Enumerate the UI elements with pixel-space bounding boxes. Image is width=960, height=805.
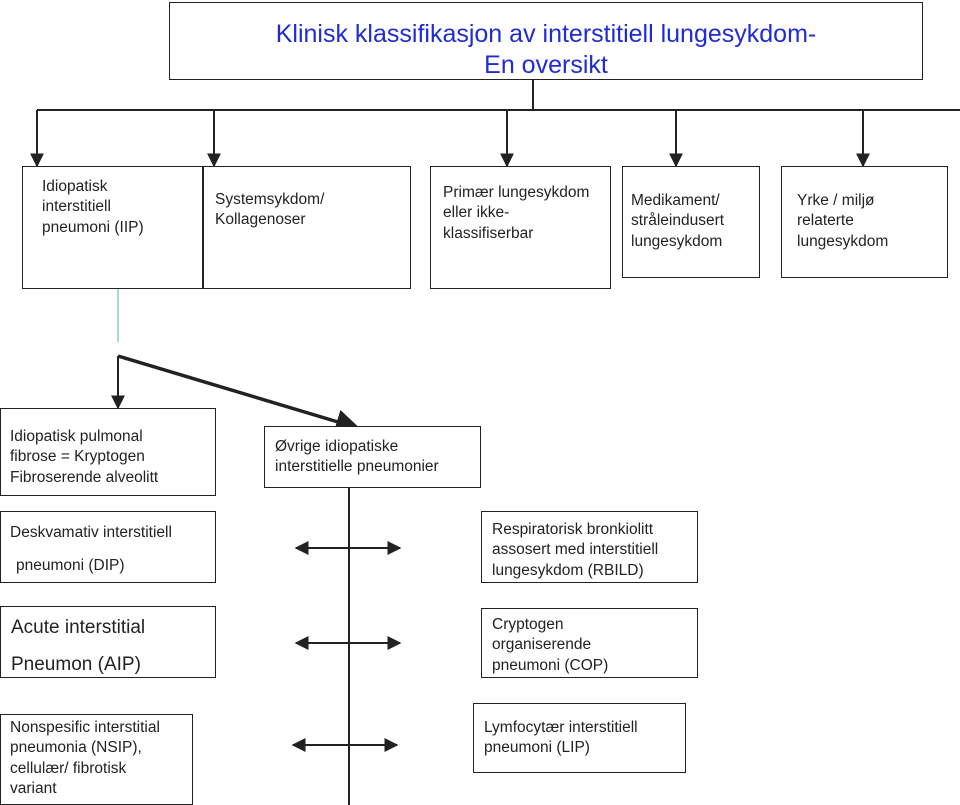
box-rbild-text: Respiratorisk bronkiolitt assosert med i… xyxy=(492,521,659,579)
box-lip-text: Lymfocytær interstitiell pneumoni (LIP) xyxy=(484,719,638,757)
box-systemic-text: Systemsykdom/ Kollagenoser xyxy=(215,191,325,229)
box-dip-line2: pneumoni (DIP) xyxy=(16,557,125,574)
box-drug: Medikament/ stråleindusert lungesykdom xyxy=(622,166,760,278)
box-cop-text: Cryptogen organiserende pneumoni (COP) xyxy=(492,616,609,674)
box-cop: Cryptogen organiserende pneumoni (COP) xyxy=(481,608,698,678)
box-other-iip: Øvrige idiopatiske interstitielle pneumo… xyxy=(264,426,481,488)
box-rbild: Respiratorisk bronkiolitt assosert med i… xyxy=(481,511,698,583)
box-aip: Acute interstitial Pneumon (AIP) xyxy=(0,606,216,678)
box-primary: Primær lungesykdom eller ikke- klassifis… xyxy=(430,166,611,289)
box-aip-line2: Pneumon (AIP) xyxy=(11,654,141,675)
box-aip-line1: Acute interstitial xyxy=(11,617,146,638)
box-lip: Lymfocytær interstitiell pneumoni (LIP) xyxy=(473,703,686,773)
box-ipf-text: Idiopatisk pulmonal fibrose = Kryptogen … xyxy=(10,428,159,486)
title-line-1: Klinisk klassifikasjon av interstitiell … xyxy=(275,20,817,48)
box-drug-text: Medikament/ stråleindusert lungesykdom xyxy=(631,192,725,250)
box-nsip-text: Nonspesific interstitial pneumonia (NSIP… xyxy=(10,719,160,798)
box-ipf: Idiopatisk pulmonal fibrose = Kryptogen … xyxy=(0,408,216,496)
box-dip: Deskvamativ interstitiell pneumoni (DIP) xyxy=(0,511,216,583)
box-iip: Idiopatisk interstitiell pneumoni (IIP) xyxy=(22,166,203,289)
box-occupational: Yrke / miljø relaterte lungesykdom xyxy=(781,166,948,278)
diagram-title: Klinisk klassifikasjon av interstitiell … xyxy=(169,2,923,80)
box-systemic: Systemsykdom/ Kollagenoser xyxy=(203,166,411,289)
title-line-2: En oversikt xyxy=(484,51,608,80)
box-occupational-text: Yrke / miljø relaterte lungesykdom xyxy=(797,192,889,250)
box-primary-text: Primær lungesykdom eller ikke- klassifis… xyxy=(443,184,590,242)
box-iip-text: Idiopatisk interstitiell pneumoni (IIP) xyxy=(42,178,144,236)
other-iip-arrow xyxy=(117,354,361,434)
box-dip-line1: Deskvamativ interstitiell xyxy=(10,524,172,541)
box-nsip: Nonspesific interstitial pneumonia (NSIP… xyxy=(0,714,193,805)
box-other-iip-text: Øvrige idiopatiske interstitielle pneumo… xyxy=(275,438,439,476)
